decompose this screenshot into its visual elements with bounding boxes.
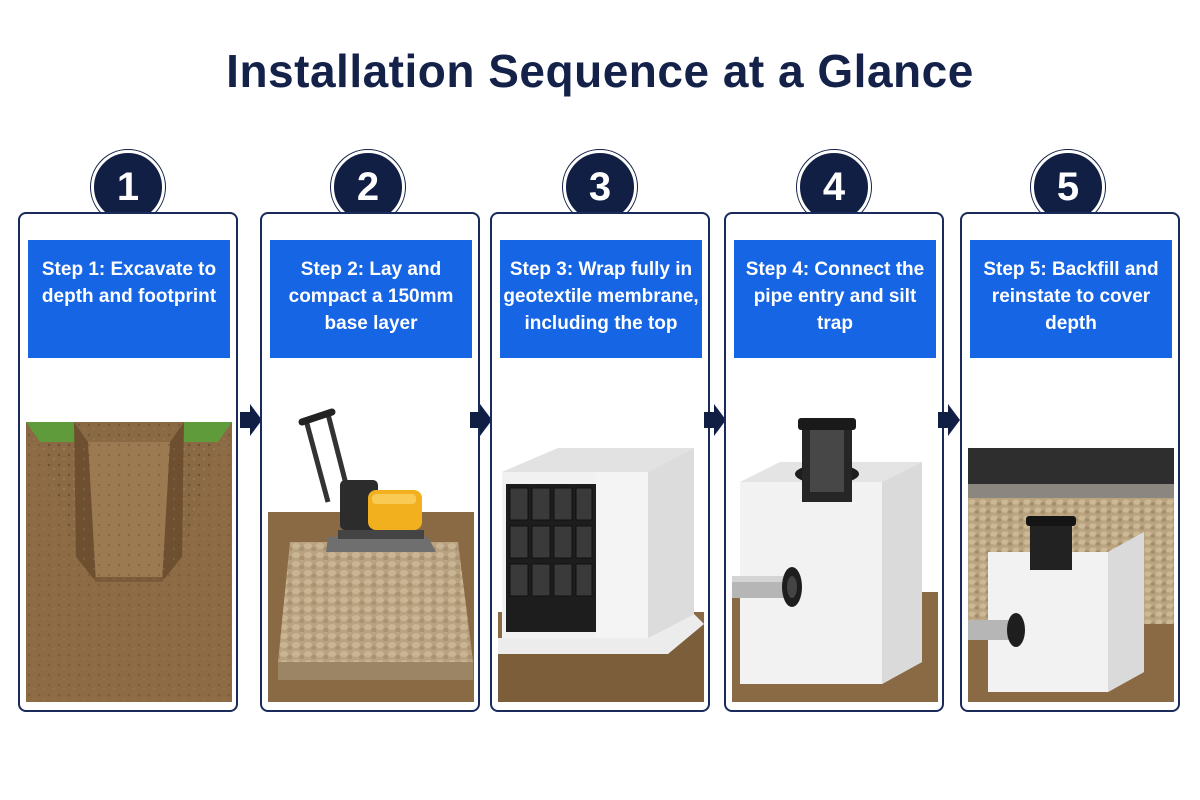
plate-compactor-illustration: [268, 362, 474, 702]
step-4-card: Step 4: Connect the pipe entry and silt …: [724, 212, 944, 712]
step-3-label: Step 3: Wrap fully in geotextile membran…: [500, 240, 702, 358]
arrow-right-icon: [240, 404, 262, 436]
step-4-label: Step 4: Connect the pipe entry and silt …: [734, 240, 936, 358]
arrow-right-icon: [938, 404, 960, 436]
backfilled-unit-illustration: [968, 362, 1174, 702]
excavated-trench-illustration: [26, 362, 232, 702]
step-3-card: Step 3: Wrap fully in geotextile membran…: [490, 212, 710, 712]
step-1-number-badge: 1: [91, 150, 165, 224]
geotextile-wrapped-crate-illustration: [498, 362, 704, 702]
pipe-and-silt-trap-illustration: [732, 362, 938, 702]
page-title: Installation Sequence at a Glance: [226, 45, 974, 97]
arrow-right-icon: [470, 404, 492, 436]
step-2-card: Step 2: Lay and compact a 150mm base lay…: [260, 212, 480, 712]
step-5-label: Step 5: Backfill and reinstate to cover …: [970, 240, 1172, 358]
step-2-label: Step 2: Lay and compact a 150mm base lay…: [270, 240, 472, 358]
step-2-number-badge: 2: [331, 150, 405, 224]
step-5-number-badge: 5: [1031, 150, 1105, 224]
step-1-label: Step 1: Excavate to depth and footprint: [28, 240, 230, 358]
step-3-number-badge: 3: [563, 150, 637, 224]
step-5-card: Step 5: Backfill and reinstate to cover …: [960, 212, 1180, 712]
step-1-card: Step 1: Excavate to depth and footprint: [18, 212, 238, 712]
arrow-right-icon: [704, 404, 726, 436]
